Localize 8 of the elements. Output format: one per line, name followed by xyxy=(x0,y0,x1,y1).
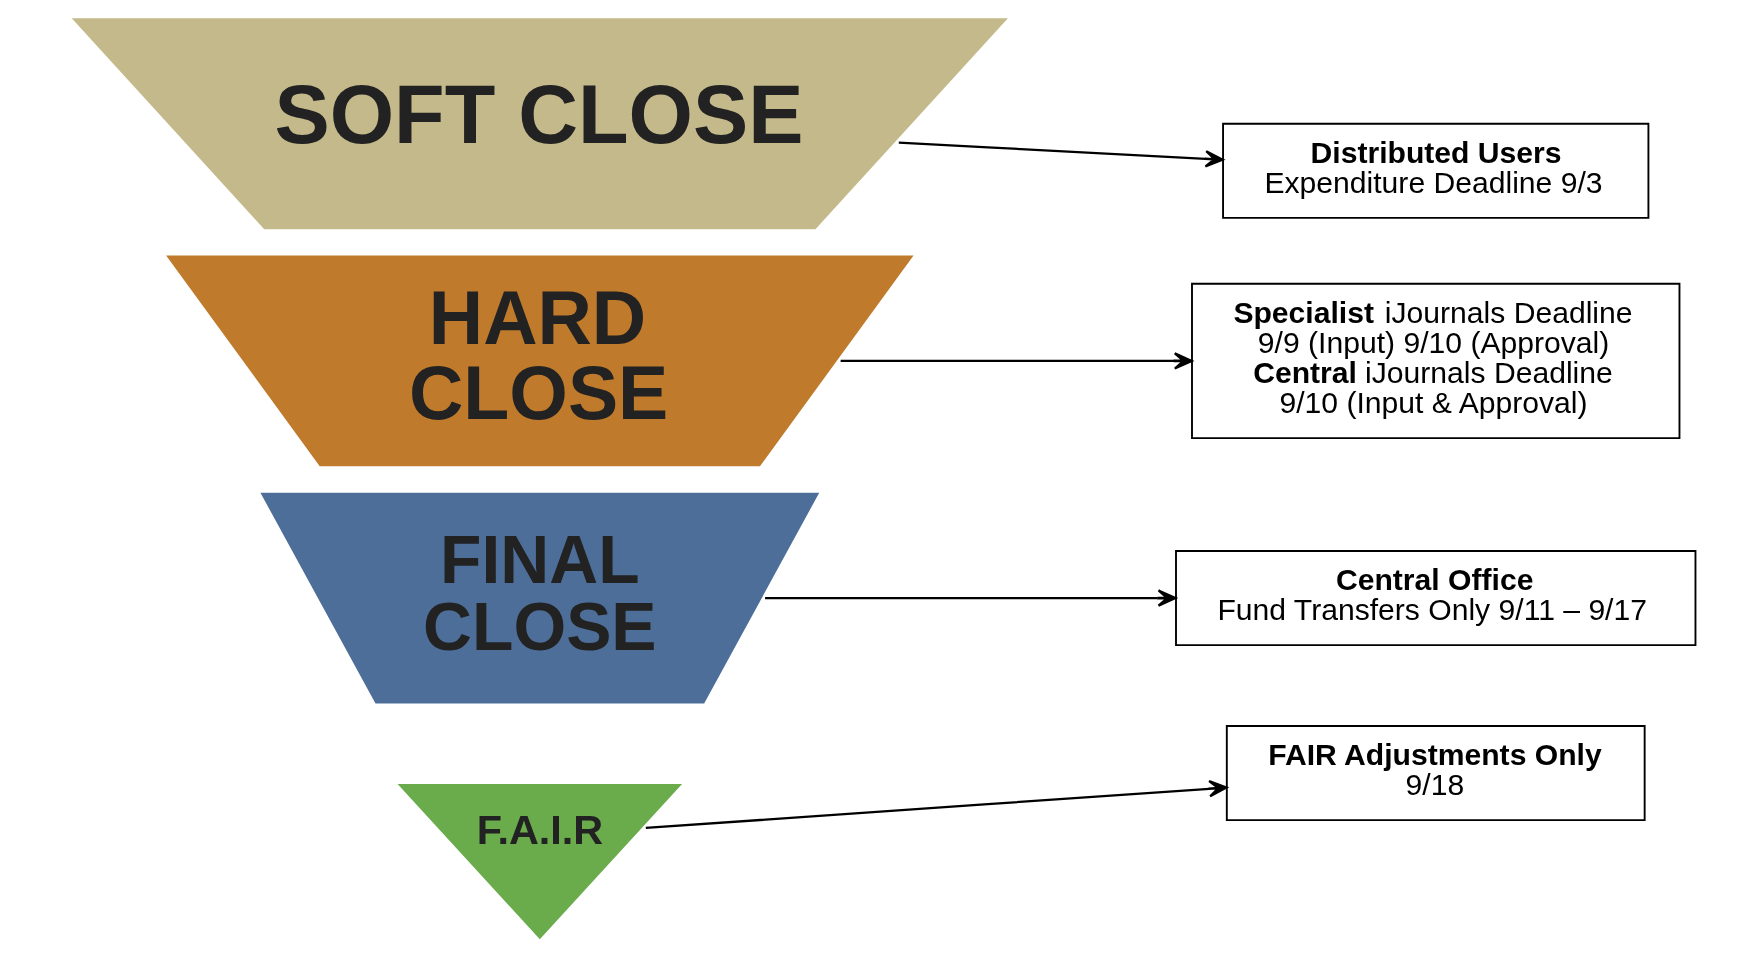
node-box: FAIR Adjustments Only 9/18 xyxy=(1225,725,1646,822)
arrow xyxy=(764,589,1177,607)
arrow xyxy=(645,780,1228,830)
arrow xyxy=(840,352,1193,370)
node-box: Specialist iJournals Deadline 9/9 (Input) 9/10 (Approval) Central iJournals Deadline 9/10 (Input & Approval) xyxy=(1190,282,1680,440)
node-box: Distributed Users Expenditure Deadline 9/3 xyxy=(1221,122,1649,219)
node-box: Central Office Fund Transfers Only 9/11 – 9/17 xyxy=(1174,550,1696,647)
arrow xyxy=(898,141,1224,168)
